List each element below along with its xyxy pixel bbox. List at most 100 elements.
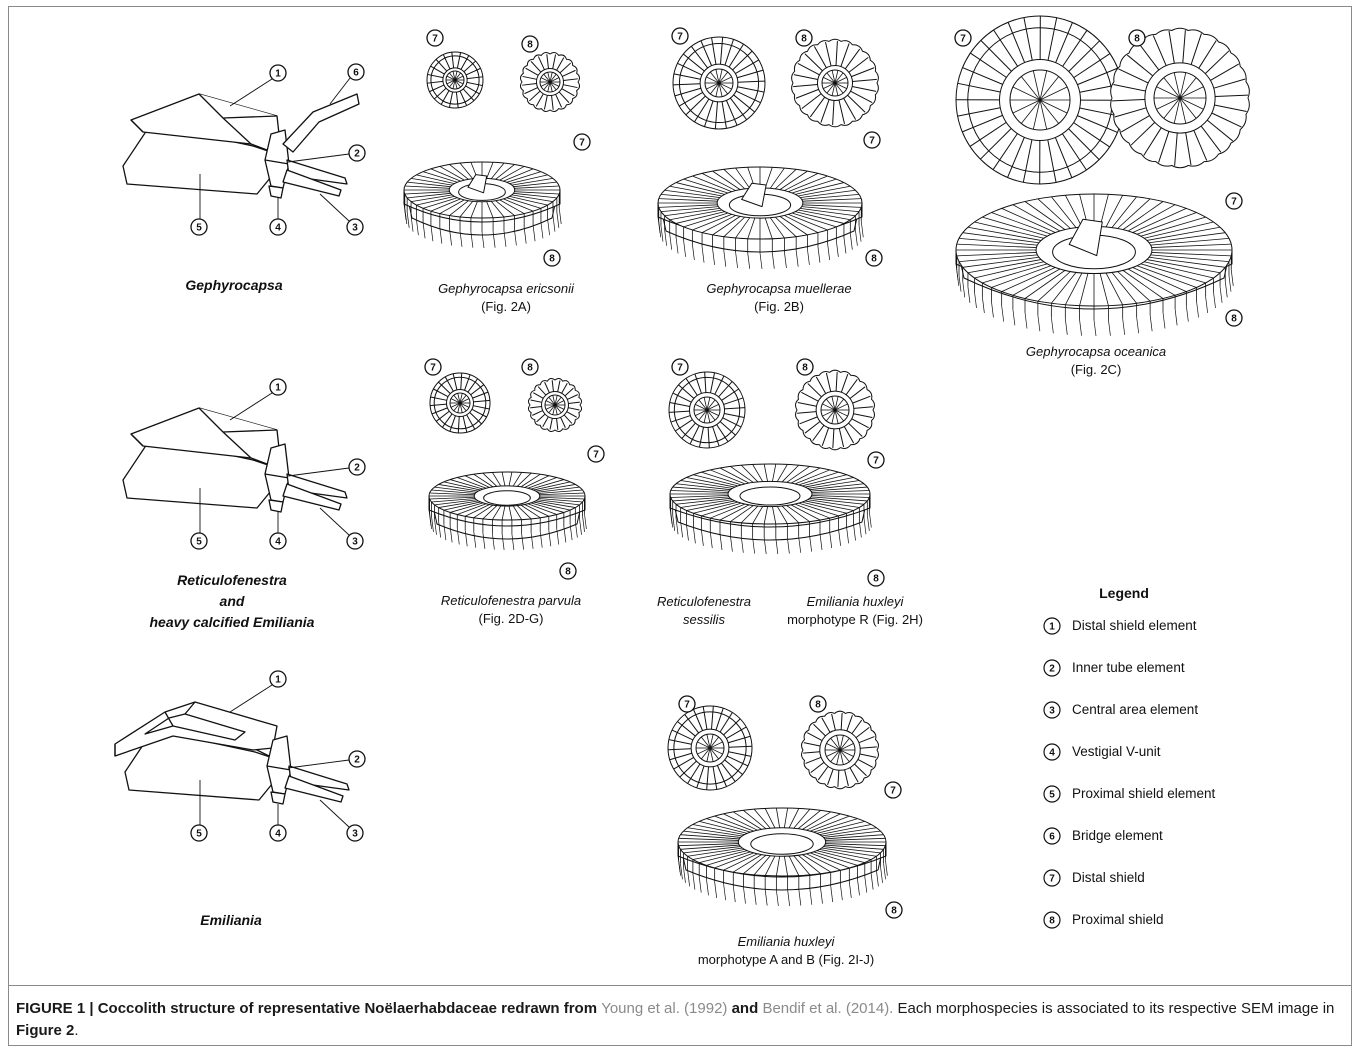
leader-line: [320, 800, 349, 827]
caption-and: and: [727, 1000, 762, 1017]
callout-number: 7: [1231, 197, 1237, 208]
callout-number: 7: [593, 450, 599, 461]
callout-number: 5: [196, 829, 202, 840]
callout-number: 8: [801, 34, 807, 45]
callout-1: 1: [270, 65, 286, 81]
proximal-segment: [820, 888, 822, 904]
callout-number: 8: [527, 363, 533, 374]
callout-4: 4: [270, 219, 286, 235]
callout-7: 7: [574, 134, 590, 150]
proximal-segment: [684, 241, 686, 257]
proximal-segment: [839, 530, 841, 546]
callout-8: 8: [544, 250, 560, 266]
proximal-segment: [784, 252, 786, 268]
callout-number: 7: [873, 456, 879, 467]
callout-number: 7: [430, 363, 436, 374]
proximal-segment: [1206, 297, 1208, 313]
proximal-segment: [724, 884, 726, 900]
proximal-segment: [858, 879, 860, 895]
proximal-segment: [836, 241, 838, 257]
legend-number: 6: [1049, 832, 1055, 843]
species-g-muellerae: Gephyrocapsa muellerae: [706, 281, 851, 296]
proximal-segment: [865, 877, 867, 893]
proximal-segment: [683, 867, 685, 883]
callout-7: 7: [672, 359, 688, 375]
proximal-segment: [720, 534, 722, 550]
species-e-huxleyi-r-ref: morphotype R (Fig. 2H): [787, 612, 923, 627]
callout-8: 8: [868, 570, 884, 586]
legend-item-1: 1Distal shield element: [1044, 618, 1197, 634]
proximal-segment: [1186, 306, 1188, 322]
legend-title: Legend: [1099, 585, 1149, 601]
central-opening: [484, 491, 531, 505]
callout-7: 7: [864, 132, 880, 148]
proximal-segment: [693, 874, 695, 890]
proximal-segment: [557, 212, 559, 228]
leader-line: [288, 760, 349, 768]
callout-number: 8: [1231, 314, 1237, 325]
legend-number: 8: [1049, 916, 1055, 927]
proximal-segment: [1002, 306, 1004, 322]
label-and: and: [220, 593, 245, 609]
proximal-segment: [1229, 276, 1231, 292]
callout-2: 2: [349, 145, 365, 161]
proximal-segment: [1051, 317, 1053, 333]
callout-number: 8: [565, 567, 571, 578]
caption-divider: [8, 985, 1352, 986]
species-r-parvula-ref: (Fig. 2D-G): [479, 611, 544, 626]
proximal-segment: [982, 297, 984, 313]
proximal-segment: [799, 890, 801, 906]
proximal-segment: [665, 230, 667, 246]
callout-7: 7: [885, 782, 901, 798]
callout-number: 1: [275, 383, 281, 394]
proximal-segment: [1137, 317, 1139, 333]
callout-8: 8: [1226, 310, 1242, 326]
callout-number: 8: [802, 363, 808, 374]
legend-list: 1Distal shield element2Inner tube elemen…: [1044, 618, 1216, 928]
oceanica-distal-top: [956, 16, 1124, 184]
legend-label: Vestigial V-unit: [1072, 744, 1161, 759]
proximal-segment: [416, 219, 418, 235]
callout-8: 8: [886, 902, 902, 918]
proximal-segment: [541, 222, 543, 238]
proximal-segment: [407, 212, 409, 228]
coccolith-drawings: 787878787878787878787878: [404, 16, 1249, 918]
proximal-segment: [859, 226, 861, 242]
proximal-segment: [736, 252, 738, 268]
proximal-segment: [861, 221, 863, 237]
proximal-segment: [673, 515, 675, 531]
legend-number: 1: [1049, 622, 1055, 633]
proximal-segment: [810, 536, 812, 552]
callout-7: 7: [425, 359, 441, 375]
huxleyi-r-distal-top: [669, 372, 745, 448]
figure-caption: FIGURE 1 | Coccolith structure of repres…: [16, 998, 1346, 1042]
legend-label: Proximal shield element: [1072, 786, 1216, 801]
proximal-segment: [724, 251, 726, 267]
callout-number: 4: [275, 537, 281, 548]
species-g-ericsonii-ref: (Fig. 2A): [481, 299, 531, 314]
caption-lead: FIGURE 1 | Coccolith structure of repres…: [16, 1000, 601, 1017]
species-g-muellerae-ref: (Fig. 2B): [754, 299, 804, 314]
callout-7: 7: [588, 446, 604, 462]
proximal-segment: [754, 889, 756, 905]
proximal-segment: [706, 879, 708, 895]
callout-number: 4: [275, 829, 281, 840]
legend-item-8: 8Proximal shield: [1044, 912, 1164, 928]
proximal-segment: [702, 247, 704, 263]
citation-young[interactable]: Young et al. (1992): [601, 1000, 727, 1017]
proximal-segment: [733, 886, 735, 902]
callout-1: 1: [270, 671, 286, 687]
species-g-oceanica-ref: (Fig. 2C): [1071, 362, 1122, 377]
callout-number: 3: [352, 829, 358, 840]
callout-7: 7: [427, 30, 443, 46]
proximal-segment: [741, 537, 743, 553]
callout-8: 8: [810, 696, 826, 712]
caption-rest: Each morphospecies is associated to its …: [893, 1000, 1334, 1017]
proximal-segment: [974, 292, 976, 308]
v-unit: [269, 500, 283, 512]
figure-ref[interactable]: Figure 2: [16, 1022, 74, 1039]
leader-line: [230, 79, 272, 106]
central-opening: [751, 834, 813, 854]
citation-bendif[interactable]: Bendif et al. (2014).: [762, 1000, 893, 1017]
proximal-segment: [844, 237, 846, 253]
